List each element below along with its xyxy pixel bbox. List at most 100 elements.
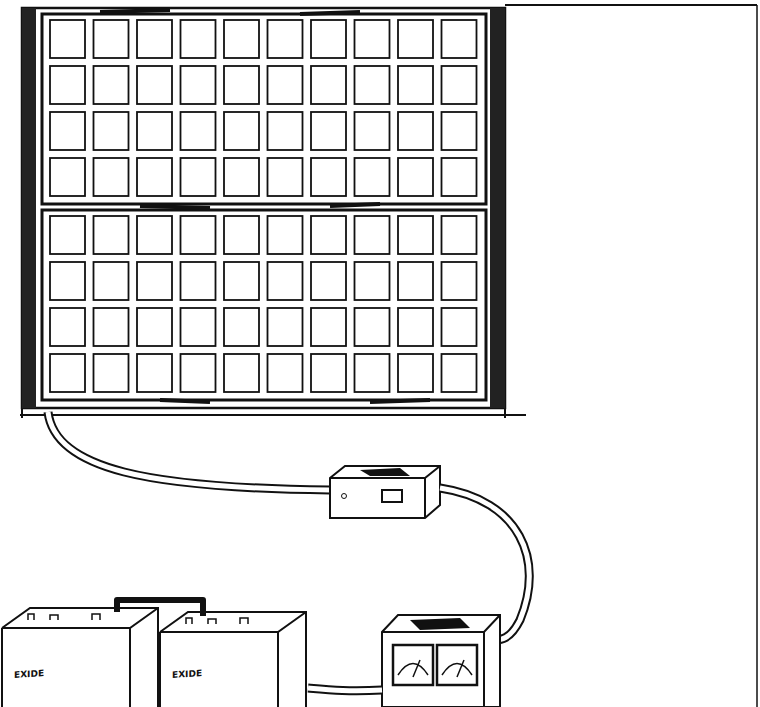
solar-cell <box>50 216 85 254</box>
solar-cell <box>311 66 346 104</box>
frame-line <box>756 5 758 707</box>
controller-edge <box>330 466 440 518</box>
solar-cell <box>224 262 259 300</box>
battery: EXIDE <box>158 610 310 707</box>
panel-base-line <box>20 414 526 416</box>
solar-cell <box>181 112 216 150</box>
solar-cell <box>224 216 259 254</box>
solar-cell <box>94 308 129 346</box>
solar-cell <box>398 20 433 58</box>
solar-cell <box>398 66 433 104</box>
cable <box>48 412 330 490</box>
solar-cell <box>398 112 433 150</box>
solar-cell <box>94 262 129 300</box>
solar-cell <box>137 354 172 392</box>
solar-cell <box>181 158 216 196</box>
solar-cell <box>268 216 303 254</box>
solar-cell <box>398 216 433 254</box>
solar-cell <box>355 20 390 58</box>
battery: EXIDE <box>0 606 162 707</box>
solar-cell <box>442 158 477 196</box>
panel-shading <box>100 10 430 402</box>
solar-cell <box>137 158 172 196</box>
solar-cell <box>181 20 216 58</box>
panel-frame-post <box>490 8 505 408</box>
cable <box>48 412 330 490</box>
solar-cell <box>355 262 390 300</box>
solar-cell <box>355 112 390 150</box>
controller-light <box>342 494 347 499</box>
solar-cell <box>268 354 303 392</box>
battery-outline <box>0 606 162 707</box>
panel-leg <box>21 408 23 418</box>
meter-gauge <box>393 645 433 685</box>
solar-cell <box>442 216 477 254</box>
solar-cell <box>268 66 303 104</box>
solar-cell <box>137 112 172 150</box>
solar-cell <box>181 354 216 392</box>
solar-panel-frame <box>22 8 505 408</box>
solar-cell <box>311 216 346 254</box>
solar-cell <box>442 262 477 300</box>
controller-switch <box>382 490 402 502</box>
solar-cell <box>442 112 477 150</box>
solar-cell <box>181 66 216 104</box>
solar-cell <box>137 66 172 104</box>
solar-cell <box>94 354 129 392</box>
solar-cell <box>137 216 172 254</box>
solar-cell <box>94 216 129 254</box>
solar-cell <box>137 20 172 58</box>
solar-cell <box>224 66 259 104</box>
charge-controller <box>330 466 440 518</box>
solar-cell <box>355 216 390 254</box>
solar-cell <box>50 66 85 104</box>
solar-cell <box>94 158 129 196</box>
solar-cell <box>181 262 216 300</box>
meter-box <box>382 615 500 707</box>
solar-cell <box>50 158 85 196</box>
solar-cell <box>137 262 172 300</box>
solar-cell <box>311 308 346 346</box>
upper-panel <box>42 14 486 204</box>
controller-shading <box>360 468 410 476</box>
solar-cell <box>50 20 85 58</box>
solar-cell <box>311 262 346 300</box>
solar-cell <box>355 354 390 392</box>
solar-cell <box>311 20 346 58</box>
gauge-needle <box>398 660 472 677</box>
solar-cell <box>311 158 346 196</box>
solar-cells <box>50 20 477 392</box>
meter-shading <box>410 618 470 630</box>
solar-cell <box>268 158 303 196</box>
cable <box>308 688 382 691</box>
solar-cell <box>50 262 85 300</box>
solar-cell <box>442 20 477 58</box>
solar-cell <box>268 308 303 346</box>
panel-leg <box>504 408 506 418</box>
solar-cell <box>137 308 172 346</box>
meter-gauge <box>437 645 477 685</box>
solar-cell <box>224 308 259 346</box>
solar-cell <box>94 20 129 58</box>
panel-frame-post <box>22 8 36 408</box>
solar-cell <box>94 112 129 150</box>
solar-cell <box>442 308 477 346</box>
solar-cell <box>224 158 259 196</box>
solar-cell <box>50 354 85 392</box>
solar-cell <box>224 20 259 58</box>
lower-panel <box>42 210 486 400</box>
solar-cell <box>398 158 433 196</box>
solar-cell <box>50 308 85 346</box>
solar-cell <box>224 112 259 150</box>
solar-cell <box>268 262 303 300</box>
battery-outline <box>158 610 310 707</box>
frame-line <box>505 4 757 6</box>
solar-cell <box>181 216 216 254</box>
solar-cell <box>442 66 477 104</box>
solar-cell <box>355 308 390 346</box>
solar-cell <box>181 308 216 346</box>
solar-cell <box>311 112 346 150</box>
solar-cell <box>355 66 390 104</box>
solar-cell <box>398 354 433 392</box>
solar-cell <box>50 112 85 150</box>
